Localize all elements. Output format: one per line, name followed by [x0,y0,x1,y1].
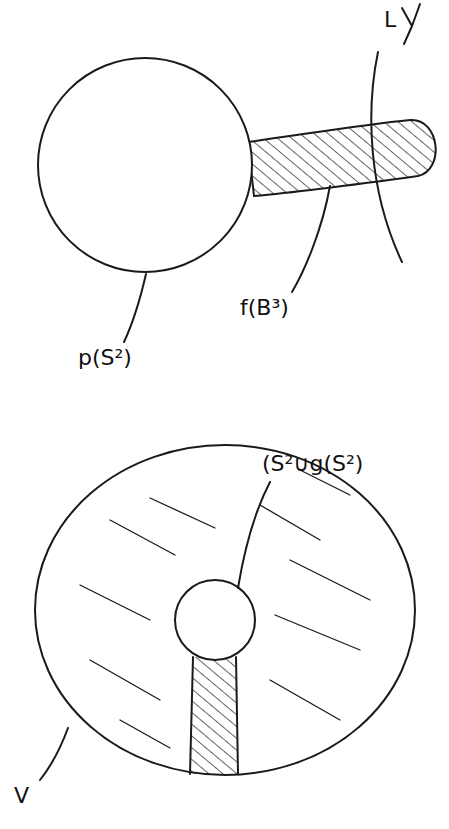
label-text: p(S²) [78,346,132,370]
label-text: f(B³) [240,296,289,320]
ball-image [248,120,436,196]
leader-line [124,274,146,342]
region-hatching [80,470,370,748]
label-text: V [14,784,29,808]
curve-l-end [402,4,420,44]
inner-sphere [175,580,255,660]
leader-line [292,186,330,292]
sphere-image [38,58,252,272]
label-text: L [384,8,396,32]
leader-line [40,728,68,780]
region-v [35,445,415,775]
curve-l [371,52,402,262]
label-text: (S²∪g(S²) [262,452,363,476]
strip [190,657,238,774]
leader-line [238,482,270,588]
strip-edge [190,657,238,774]
